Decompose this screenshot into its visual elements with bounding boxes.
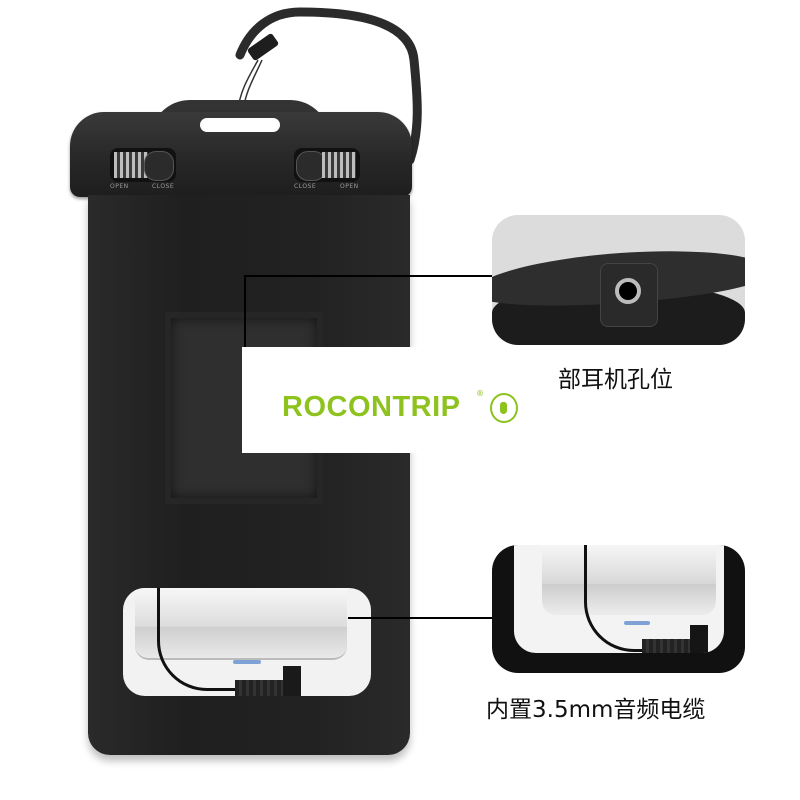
audio-cable-closeup (492, 545, 745, 673)
brand-logo-panel: ROCONTRIP ® (242, 347, 547, 453)
right-lock-slider[interactable] (294, 148, 360, 182)
callout-caption-headphone: 部耳机孔位 (558, 367, 673, 393)
footprint-icon (490, 393, 518, 423)
audio-cable (157, 588, 250, 691)
lanyard-strap (0, 0, 800, 200)
right-slider-label-open: OPEN (340, 183, 359, 190)
callout-line-bottom (348, 617, 492, 619)
lanyard-hole (200, 118, 280, 132)
callout-line-top-h (244, 275, 492, 277)
slider-grip (322, 152, 356, 178)
closeup-cutout (514, 545, 724, 653)
headphone-jack-closeup (492, 215, 745, 345)
pouch-bottom-cutout (123, 588, 371, 696)
slider-knob (144, 151, 174, 181)
callout-caption-audio-cable: 内置3.5mm音频电缆 (486, 697, 706, 723)
callout-line-top-v (244, 275, 246, 347)
slider-grip (114, 152, 148, 178)
right-slider-label-close: CLOSE (294, 183, 317, 190)
audio-jack-connector (283, 666, 301, 696)
audio-cable (584, 545, 657, 652)
left-slider-label-open: OPEN (110, 183, 129, 190)
left-lock-slider[interactable] (110, 148, 176, 182)
left-slider-label-close: CLOSE (152, 183, 175, 190)
headphone-port-icon (615, 278, 641, 304)
headphone-port-block (600, 263, 658, 327)
brand-logo-text: ROCONTRIP (282, 391, 461, 423)
audio-jack-connector (690, 625, 708, 653)
registered-mark: ® (476, 389, 484, 398)
